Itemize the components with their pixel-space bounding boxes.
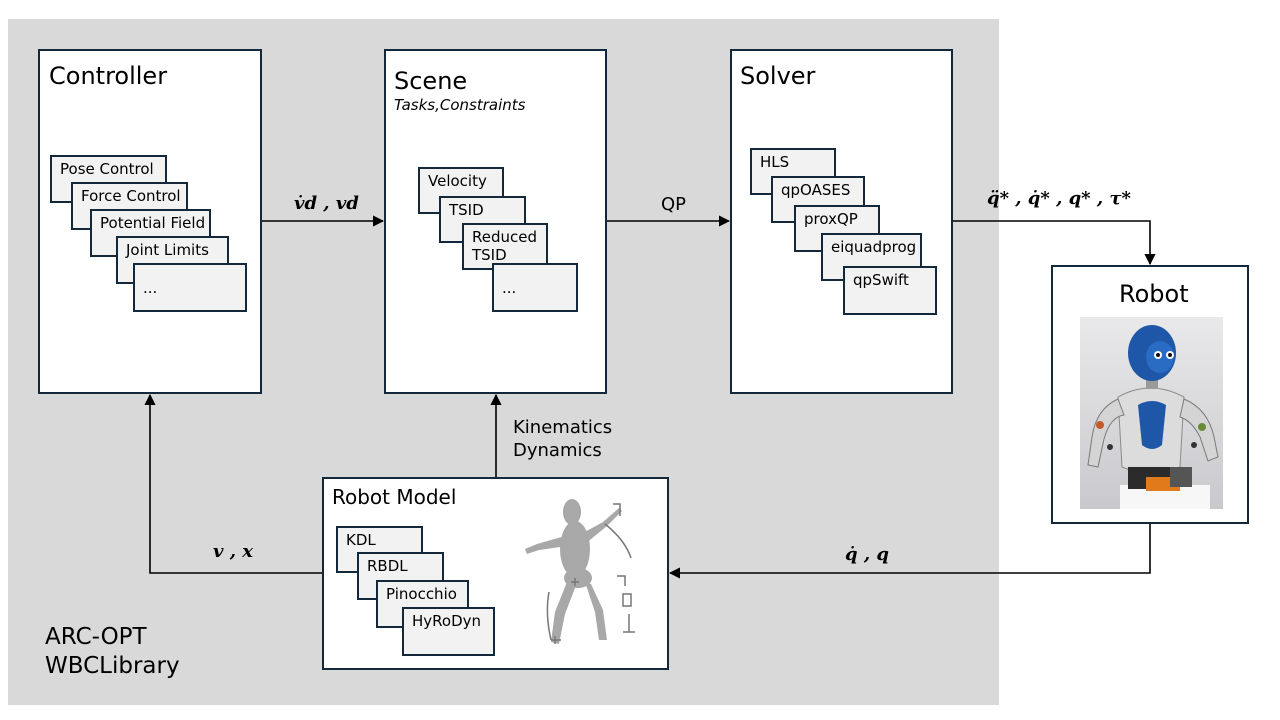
label-kinematics: Kinematics	[513, 417, 613, 438]
robot-photo-illustration	[1080, 317, 1223, 509]
robot-model-kinematic-figure	[515, 494, 645, 654]
scene-subtitle: Tasks,Constraints	[394, 96, 526, 114]
solver-item-qpswift: qpSwift	[843, 266, 937, 315]
solver-title: Solver	[740, 62, 816, 90]
brand-line-2: WBCLibrary	[45, 653, 180, 679]
arrow-robot-to-model	[668, 524, 1151, 579]
scene-title: Scene	[394, 67, 468, 95]
arrow-solver-to-robot	[953, 220, 1156, 266]
label-robot-to-model: q̇ , q	[845, 544, 889, 565]
brand-line-1: ARC-OPT	[45, 624, 147, 650]
kinematic-figure-illustration	[525, 499, 635, 644]
label-controller-to-scene: v̇d , vd	[294, 193, 359, 214]
robot-model-title: Robot Model	[332, 485, 457, 509]
robot-model-item-hyrodyn: HyRoDyn	[402, 607, 495, 656]
robot-title: Robot	[1119, 280, 1189, 308]
scene-item-reduced-tsid: Reduced TSID	[462, 223, 548, 270]
label-model-to-controller: v , x	[213, 541, 253, 562]
scene-item-more: ...	[492, 263, 578, 312]
controller-item-more: ...	[133, 263, 247, 312]
robot-photo	[1080, 317, 1223, 509]
label-dynamics: Dynamics	[513, 440, 602, 461]
label-solver-to-robot: q̈* , q̇* , q* , τ*	[987, 188, 1131, 209]
label-scene-to-solver: QP	[661, 194, 687, 215]
arrow-model-to-controller	[144, 393, 322, 574]
controller-title: Controller	[49, 62, 168, 90]
